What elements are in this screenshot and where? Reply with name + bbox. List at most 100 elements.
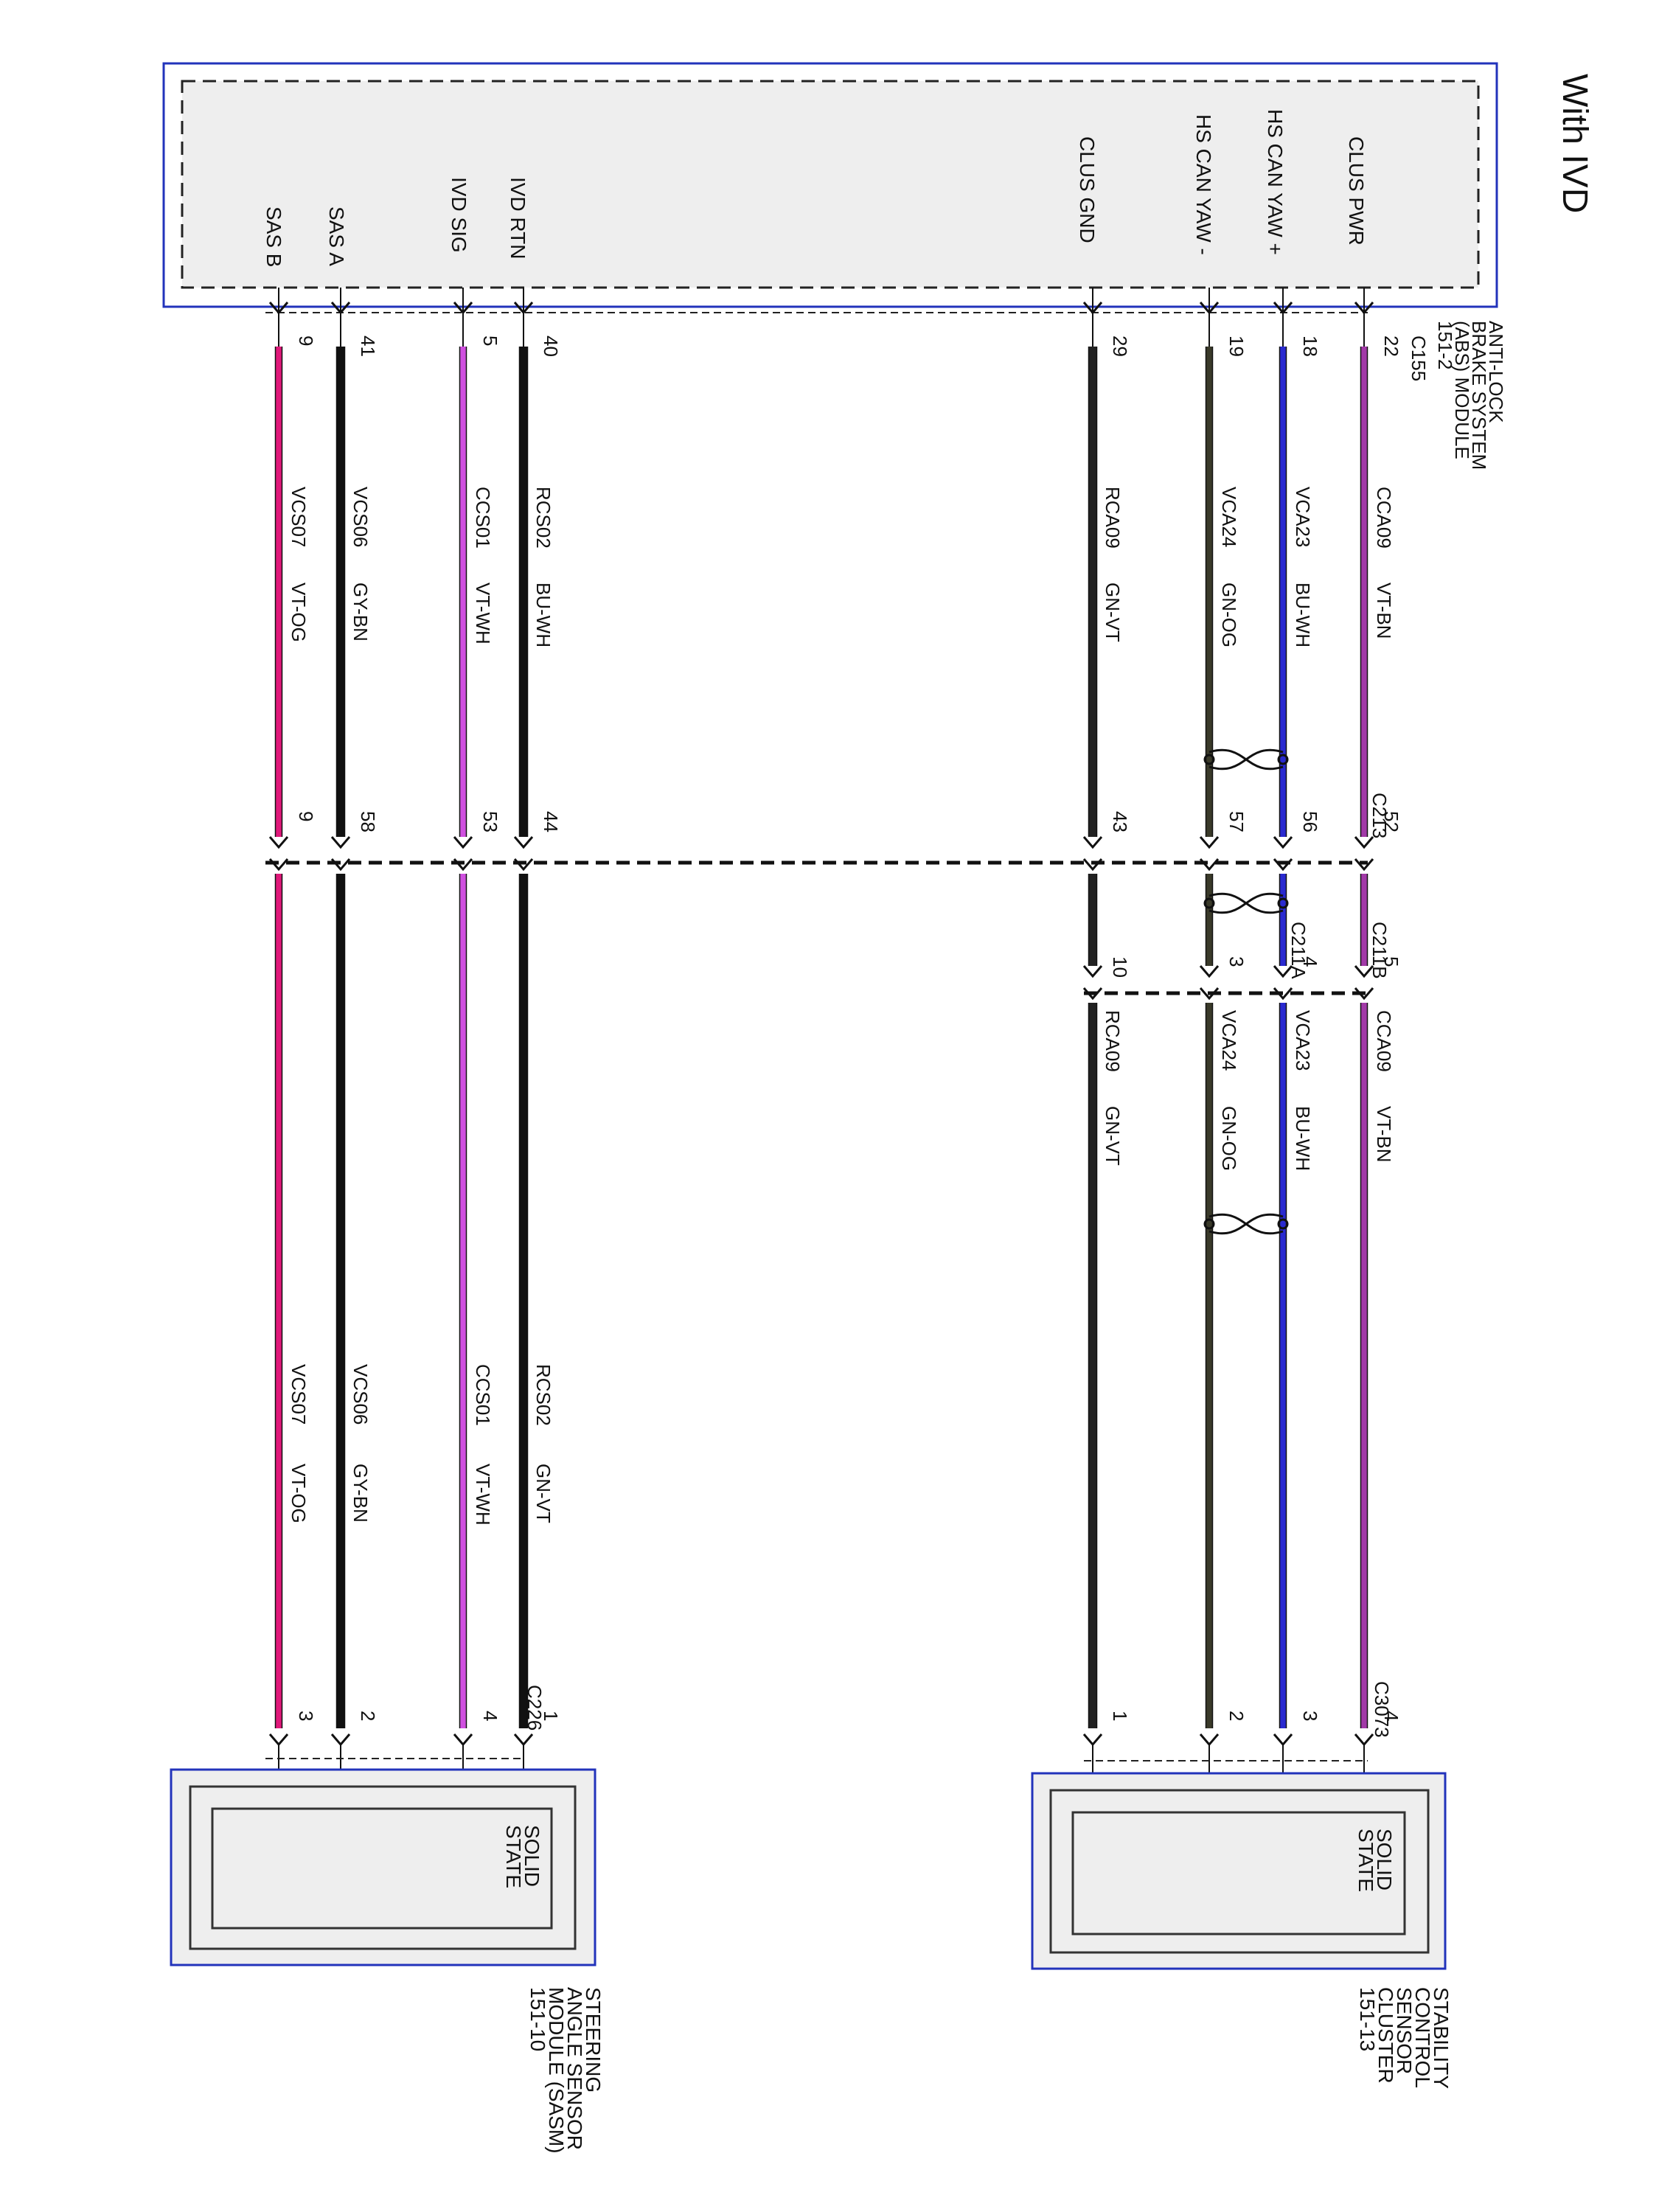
wire-7-pin-c213-a — [330, 836, 351, 849]
abs-pin-label-hs-can-yaw-plus: HS CAN YAW + — [1264, 109, 1287, 255]
wire-5-pin-end-label: 1 — [540, 1711, 562, 1721]
cluster-name-line-4: CLUSTER — [1374, 1987, 1397, 2084]
twisted-pair-marker-2-end-l — [1203, 897, 1215, 909]
wire-7-circuit-2-label: VCS06 — [349, 1364, 372, 1425]
wire-harness: 22CCA09VT-BN525CCA09VT-BN418VCA23BU-WH56… — [268, 288, 1402, 1812]
wire-2-circuit-2-label: VCA23 — [1292, 1010, 1314, 1071]
wire-6-pin-abs — [453, 302, 473, 315]
wire-5-pin-abs-label: 40 — [540, 335, 562, 357]
wire-5-circuit-2-label: RCS02 — [532, 1364, 554, 1426]
wire-8-pin-abs — [268, 302, 289, 315]
cluster-solid-state-line-1: SOLID — [1373, 1829, 1396, 1891]
wire-6-pin-c213-a — [453, 836, 473, 849]
wire-8-circuit-1-label: VCS07 — [288, 487, 310, 547]
wire-6-color-1-label: VT-WH — [472, 582, 494, 644]
cluster-name-line-5: 151-13 — [1356, 1987, 1379, 2051]
abs-pin-label-clus-pwr: CLUS PWR — [1345, 136, 1368, 246]
abs-module-body — [181, 80, 1480, 289]
wire-8-color-2-label: VT-OG — [288, 1464, 310, 1523]
wire-8-circuit-2-label: VCS07 — [288, 1364, 310, 1425]
wire-4-pin-c211-a — [1082, 965, 1103, 978]
wire-5-color-1-label: BU-WH — [532, 582, 554, 647]
abs-name-line-1: ANTI-LOCK — [1485, 321, 1507, 423]
wire-2-pin-end — [1273, 1733, 1293, 1747]
abs-module-name: ANTI-LOCK BRAKE SYSTEM (ABS) MODULE 151-… — [1434, 321, 1507, 470]
wire-1-color-1-label: VT-BN — [1373, 582, 1395, 639]
abs-name-line-2: BRAKE SYSTEM — [1468, 321, 1490, 470]
wire-7-pin-end-label: 2 — [357, 1711, 379, 1721]
wire-2-color-1-label: BU-WH — [1292, 582, 1314, 647]
wire-2-pin-c213-a — [1273, 836, 1293, 849]
wire-3-color-2-label: GN-OG — [1218, 1106, 1240, 1171]
wire-8-pin-end-label: 3 — [295, 1711, 317, 1721]
wire-2-pin-c211-a — [1273, 965, 1293, 978]
wire-3-pin-c211-a — [1199, 965, 1220, 978]
wire-2-circuit-1-label: VCA23 — [1292, 487, 1314, 547]
wire-8-pin-abs-label: 9 — [295, 335, 317, 346]
abs-pin-label-sas-b: SAS B — [262, 206, 285, 267]
wire-6-circuit-1-label: CCS01 — [472, 487, 494, 549]
wire-2-color-2-label: BU-WH — [1292, 1106, 1314, 1171]
sasm-name-line-4: 151-10 — [526, 1987, 549, 2051]
wire-3-pin-abs-label: 19 — [1225, 335, 1248, 357]
wire-7-pin-abs-label: 41 — [357, 335, 379, 357]
steering-angle-sensor-module: SOLID STATE STEERING ANGLE SENSOR MODULE… — [170, 1768, 605, 2154]
sasm-inner-frame — [211, 1807, 553, 1930]
wire-7-pin-abs — [330, 302, 351, 315]
abs-name-line-4: 151-2 — [1434, 321, 1456, 370]
c3073-label: C3073 — [1371, 1681, 1393, 1738]
wire-6-pin-c213-label: 53 — [479, 811, 501, 832]
wire-4-pin-end — [1082, 1733, 1103, 1747]
wire-3-color-1-label: GN-OG — [1218, 582, 1240, 647]
abs-module-frame — [162, 62, 1498, 308]
wire-6-circuit-2-label: CCS01 — [472, 1364, 494, 1426]
wire-2-pin-abs — [1273, 302, 1293, 315]
wire-1-pin-c213-a — [1354, 836, 1374, 849]
wire-5-pin-c213-label: 44 — [540, 811, 562, 832]
sasm-solid-state-line-1: SOLID — [521, 1825, 543, 1887]
wire-7-pin-c213-label: 58 — [357, 811, 379, 832]
wire-8-color-1-label: VT-OG — [288, 582, 310, 642]
wire-8-pin-c213-a — [268, 836, 289, 849]
wire-1-pin-end — [1354, 1733, 1374, 1747]
wire-4-pin-abs-label: 29 — [1109, 335, 1131, 357]
wire-3-pin-end — [1199, 1733, 1220, 1747]
wire-4-pin-end-label: 1 — [1109, 1711, 1131, 1721]
wire-3-pin-c213-label: 57 — [1225, 811, 1248, 832]
wire-1-pin-c211-label: 5 — [1380, 956, 1402, 967]
wire-8-pin-end — [268, 1733, 289, 1747]
wire-3-pin-abs — [1199, 302, 1220, 315]
abs-pin-label-sas-a: SAS A — [325, 206, 348, 266]
wire-4-color-2-label: GN-VT — [1102, 1106, 1124, 1166]
twisted-pair-marker-3 — [1203, 1213, 1289, 1235]
wire-1-color-2-label: VT-BN — [1373, 1106, 1395, 1163]
wire-4-pin-c211-label: 10 — [1109, 956, 1131, 978]
wire-1-circuit-1-label: CCA09 — [1373, 487, 1395, 549]
wire-3-pin-c211-label: 3 — [1225, 956, 1248, 967]
stability-control-sensor-cluster: SOLID STATE STABILITY CONTROL SENSOR CLU… — [1031, 1772, 1453, 2089]
wire-1-pin-c213-label: 52 — [1380, 811, 1402, 832]
twisted-pair-marker-1 — [1203, 748, 1289, 771]
wire-5-pin-end — [513, 1733, 534, 1747]
wire-4-circuit-1-label: RCA09 — [1102, 487, 1124, 549]
wire-3-pin-end-label: 2 — [1225, 1711, 1248, 1721]
wire-6-pin-end-label: 4 — [479, 1711, 501, 1721]
c211a-label: C211A — [1287, 922, 1310, 979]
wire-6-color-2-label: VT-WH — [472, 1464, 494, 1526]
wire-3-circuit-1-label: VCA24 — [1218, 487, 1240, 547]
abs-pin-label-ivd-rtn: IVD RTN — [507, 177, 529, 260]
abs-module: CLUS PWR HS CAN YAW + HS CAN YAW - CLUS … — [162, 62, 1507, 470]
abs-pin-label-ivd-sig: IVD SIG — [448, 177, 470, 253]
wire-1-pin-c211-a — [1354, 965, 1374, 978]
wire-1-pin-abs — [1354, 302, 1374, 315]
wire-5-pin-c213-a — [513, 836, 534, 849]
abs-pin-label-hs-can-yaw-minus: HS CAN YAW - — [1192, 114, 1215, 255]
abs-connector-label: C155 — [1408, 335, 1430, 381]
sasm-name-line-1: STEERING — [582, 1987, 605, 2093]
twisted-pair-marker-1-end-l — [1203, 754, 1215, 765]
page-title: With IVD — [1555, 74, 1594, 213]
wire-3-circuit-2-label: VCA24 — [1218, 1010, 1240, 1071]
c226-label: C226 — [524, 1685, 546, 1731]
wire-4-pin-abs — [1082, 302, 1103, 315]
